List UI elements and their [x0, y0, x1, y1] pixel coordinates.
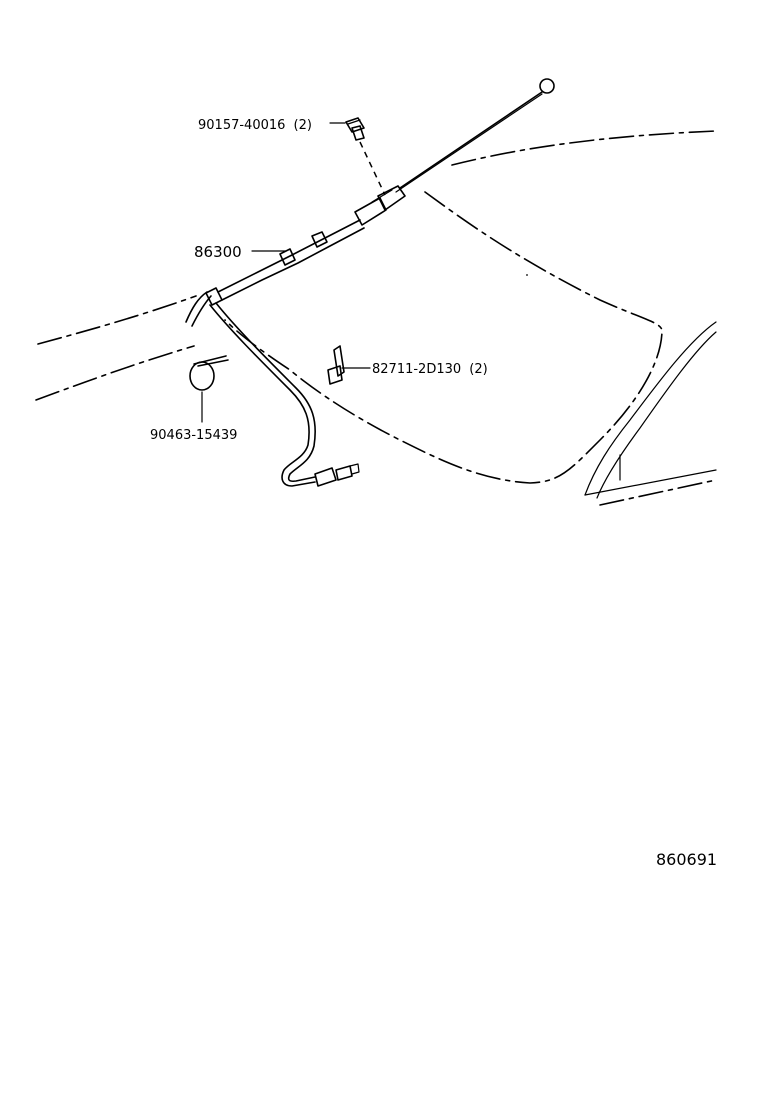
- leader-lines: [201, 122, 371, 423]
- part-label-bolt: 90157-40016 (2): [198, 118, 312, 133]
- part-label-antenna: 86300: [194, 243, 242, 261]
- part-label-clamp: 90463-15439: [150, 428, 237, 443]
- bolt-part: [345, 117, 386, 196]
- clip-part: [327, 345, 345, 385]
- part-label-clip: 82711-2D130 (2): [372, 362, 488, 377]
- part-labels: 90157-40016 (2) 86300 82711-2D130 (2) 90…: [150, 118, 488, 443]
- antenna-assembly: [185, 78, 555, 487]
- clamp-part: [189, 355, 229, 391]
- vehicle-outline: [35, 130, 717, 506]
- diagram-ref-number: 860691: [656, 850, 717, 869]
